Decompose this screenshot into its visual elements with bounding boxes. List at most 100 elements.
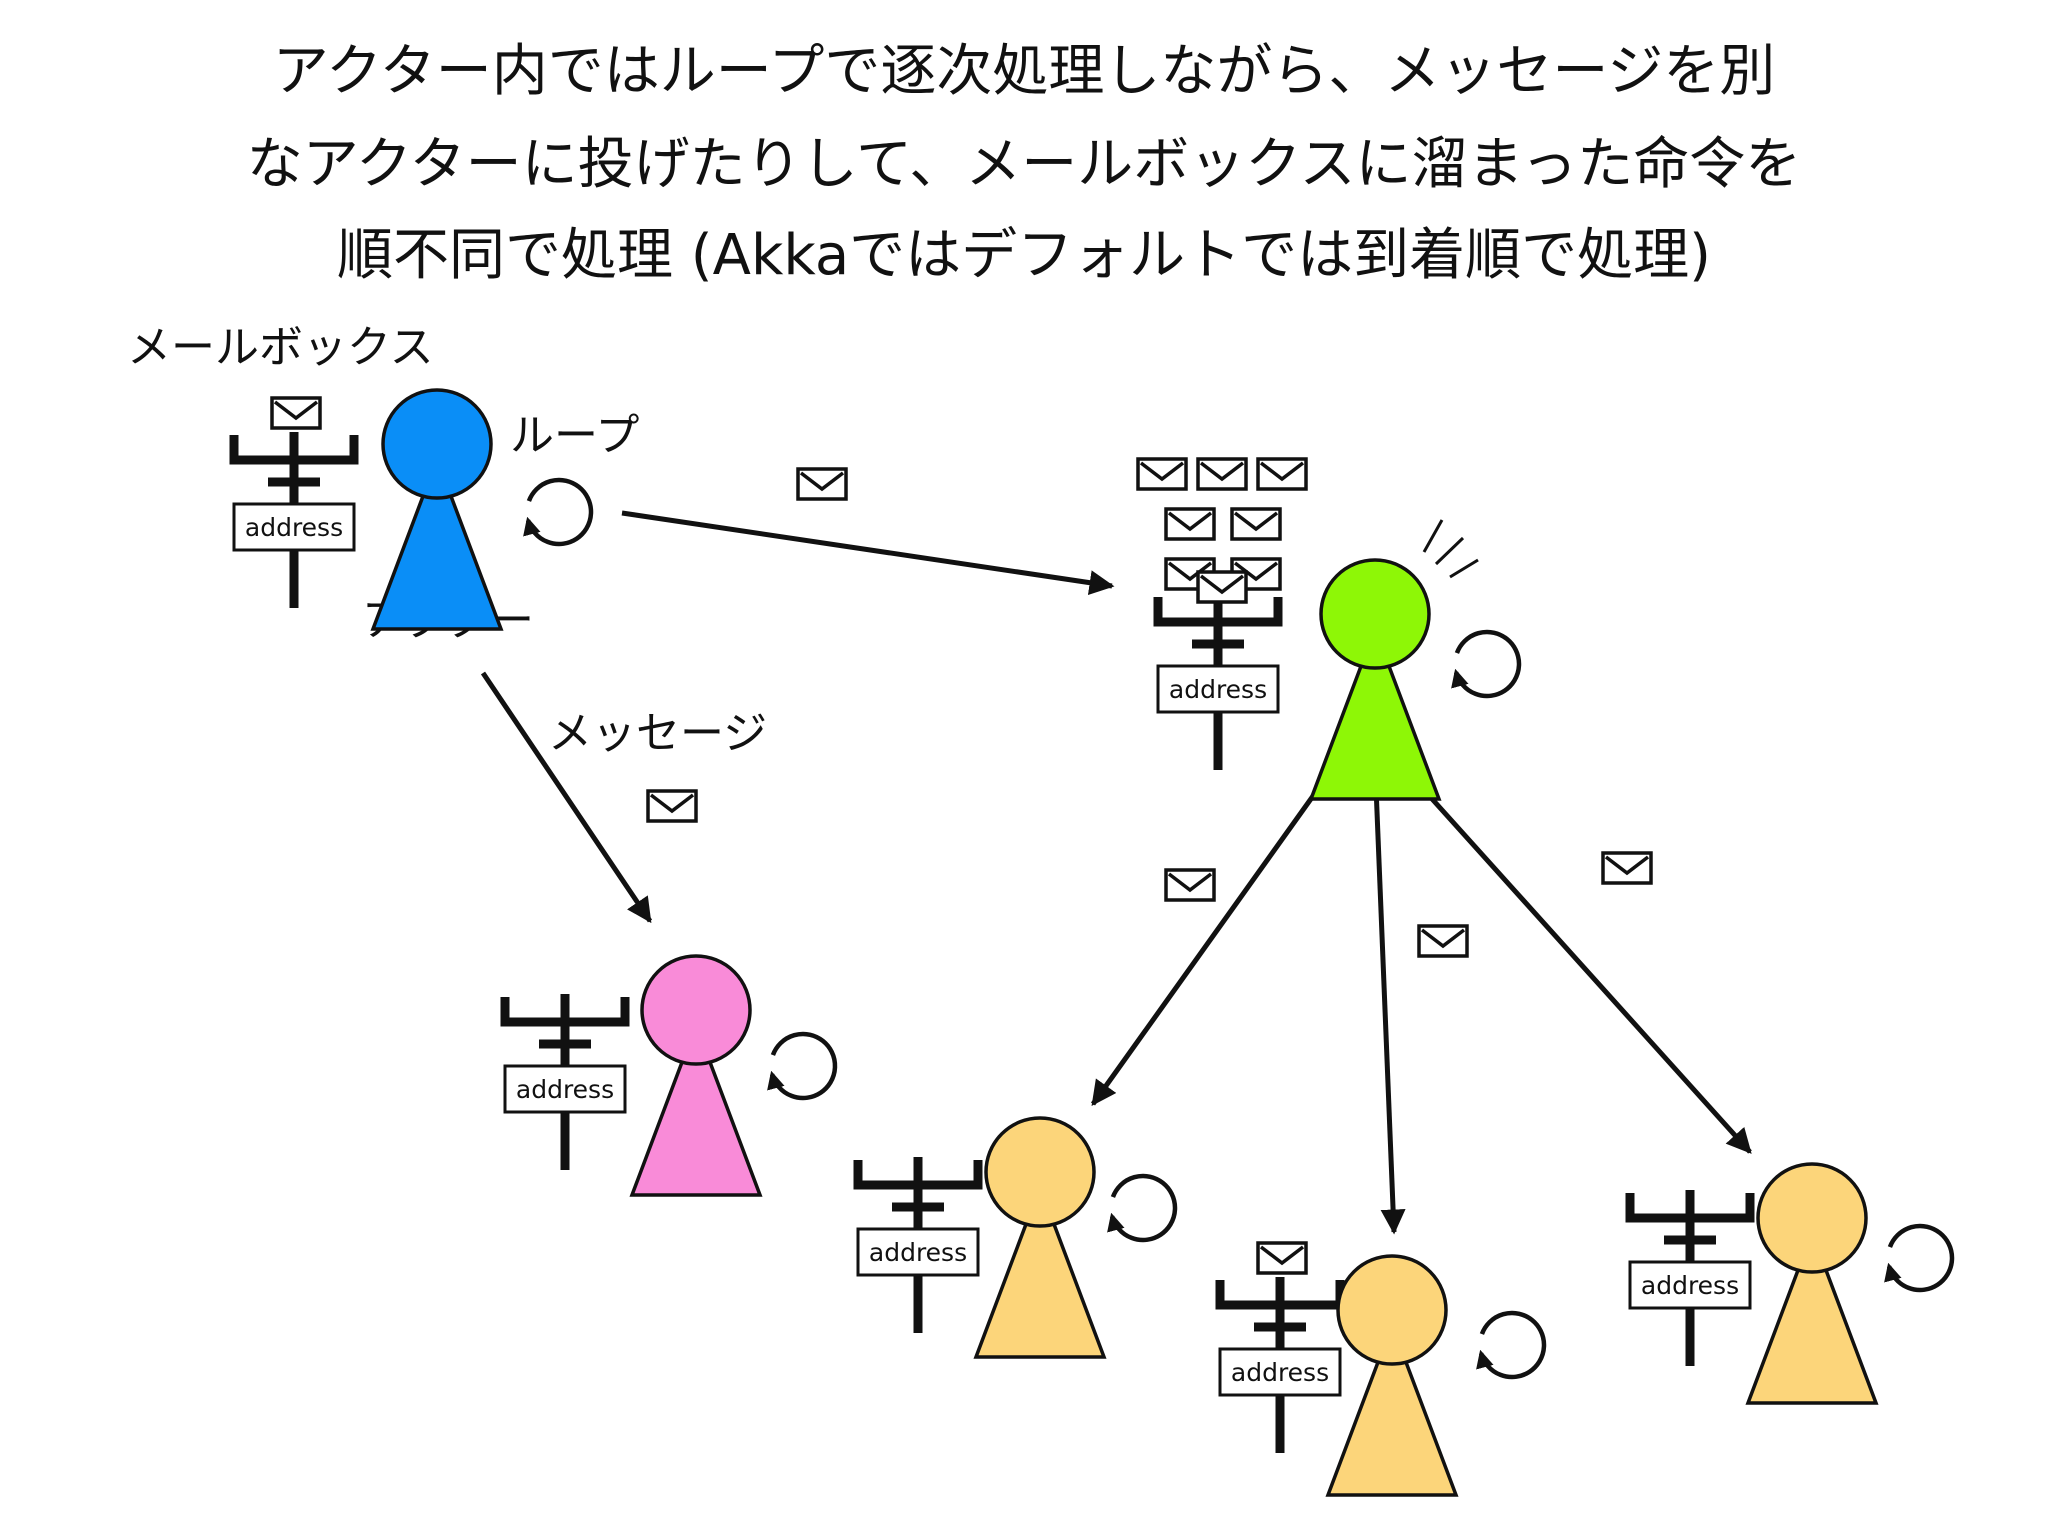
actor-figure bbox=[629, 954, 763, 1197]
envelope-flap bbox=[1167, 511, 1213, 532]
message-arrow-blue-to-green bbox=[621, 510, 1115, 596]
envelope-body bbox=[1136, 457, 1188, 491]
actor-head bbox=[640, 954, 752, 1066]
actor-figure bbox=[1745, 1162, 1879, 1405]
message-arrow-green-to-yellow-2 bbox=[1373, 786, 1406, 1235]
envelope-body bbox=[1601, 851, 1653, 885]
envelope-body bbox=[1230, 507, 1282, 541]
excitement-line-1 bbox=[1422, 519, 1444, 553]
excitement-line-3 bbox=[1449, 558, 1479, 579]
envelope-flap bbox=[1233, 561, 1279, 582]
envelope-body bbox=[1196, 570, 1248, 604]
yellow-actor-3: address bbox=[1625, 1162, 1955, 1405]
message-arrows bbox=[480, 510, 1752, 1235]
envelope-flap bbox=[1199, 461, 1245, 482]
envelope-flap bbox=[1420, 928, 1466, 949]
envelope-body bbox=[1256, 457, 1308, 491]
loop-label: ループ bbox=[510, 410, 639, 461]
actor-body bbox=[1308, 624, 1442, 801]
envelope-icon bbox=[1196, 457, 1248, 491]
actor-head bbox=[381, 388, 493, 500]
excitement-lines-icon bbox=[1422, 519, 1479, 579]
blue-actor: address bbox=[229, 388, 594, 631]
loop-ring bbox=[1451, 629, 1522, 699]
envelope-icon bbox=[1230, 507, 1282, 541]
envelope-icon bbox=[1417, 924, 1469, 958]
envelope-flap bbox=[1167, 872, 1213, 893]
actor-head bbox=[1756, 1162, 1868, 1274]
address-sign bbox=[1156, 664, 1280, 714]
envelope-icon bbox=[1256, 1241, 1308, 1275]
loop-arrow-icon bbox=[1451, 629, 1522, 699]
envelope-body bbox=[1196, 457, 1248, 491]
heading-line-3: 順不同で処理 (Akkaではデフォルトでは到着順で処理) bbox=[337, 223, 1711, 288]
actors: address address address address address addre… bbox=[229, 388, 1955, 1497]
address-sign bbox=[856, 1227, 980, 1277]
message-arrow-blue-to-pink bbox=[480, 671, 653, 924]
actor-body bbox=[973, 1182, 1107, 1359]
loop-arrow-icon bbox=[523, 477, 594, 547]
mailbox-post-icon: address bbox=[853, 1157, 983, 1333]
message-arrow-green-to-yellow-1 bbox=[1090, 773, 1331, 1107]
envelope-flap bbox=[649, 793, 695, 814]
envelope-flap bbox=[1233, 511, 1279, 532]
loop-arrow-icon bbox=[1107, 1173, 1178, 1243]
green-actor: address bbox=[1136, 457, 1522, 801]
envelope-body bbox=[1256, 1241, 1308, 1275]
mailbox-post-icon: address bbox=[1136, 457, 1308, 770]
envelope-flap bbox=[1604, 855, 1650, 876]
envelope-icon bbox=[1601, 851, 1653, 885]
loop-arrow-icon bbox=[1884, 1223, 1955, 1293]
actor-figure bbox=[1308, 558, 1442, 801]
message-arrow-green-to-yellow-3 bbox=[1413, 778, 1752, 1154]
actor-figure bbox=[973, 1116, 1107, 1359]
actor-figure bbox=[1325, 1254, 1459, 1497]
address-label: address bbox=[516, 1075, 614, 1104]
envelope-flap bbox=[1139, 461, 1185, 482]
loop-arrow-icon bbox=[1476, 1310, 1547, 1380]
address-label: address bbox=[1641, 1271, 1739, 1300]
actor-head bbox=[1319, 558, 1431, 670]
actor-body bbox=[629, 1020, 763, 1197]
mailbox-post-icon: address bbox=[1215, 1241, 1345, 1453]
envelope-icon bbox=[796, 467, 848, 501]
envelope-body bbox=[1164, 868, 1216, 902]
message-label: メッセージ bbox=[548, 708, 767, 759]
actor-body bbox=[370, 454, 504, 631]
mailbox-post-icon: address bbox=[1625, 1190, 1755, 1366]
envelope-icon bbox=[1164, 868, 1216, 902]
address-label: address bbox=[1169, 675, 1267, 704]
heading: アクター内ではループで逐次処理しながら、メッセージを別 なアクターに投げたりして… bbox=[247, 39, 1802, 288]
envelope-icon bbox=[270, 396, 322, 430]
excitement-line-2 bbox=[1434, 536, 1465, 566]
pink-actor: address bbox=[500, 954, 838, 1197]
envelope-body bbox=[270, 396, 322, 430]
envelope-body bbox=[796, 467, 848, 501]
envelope-flap bbox=[1259, 461, 1305, 482]
mailbox-label: メールボックス bbox=[127, 322, 434, 373]
actor-figure bbox=[370, 388, 504, 631]
envelope-flap bbox=[1259, 1245, 1305, 1266]
mailbox-post-icon: address bbox=[229, 396, 359, 608]
actor-head bbox=[984, 1116, 1096, 1228]
loop-ring bbox=[767, 1031, 838, 1101]
address-sign bbox=[1628, 1260, 1752, 1310]
envelope-icon bbox=[646, 789, 698, 823]
actor-body bbox=[1325, 1320, 1459, 1497]
loop-arrow-icon bbox=[767, 1031, 838, 1101]
envelope-flap bbox=[1199, 574, 1245, 595]
envelope-icon bbox=[1136, 457, 1188, 491]
yellow-actor-2: address bbox=[1215, 1241, 1547, 1497]
actor-head bbox=[1336, 1254, 1448, 1366]
heading-line-1: アクター内ではループで逐次処理しながら、メッセージを別 bbox=[273, 39, 1775, 104]
heading-line-2: なアクターに投げたりして、メールボックスに溜まった命令を bbox=[247, 132, 1802, 197]
envelope-flap bbox=[273, 400, 319, 421]
address-label: address bbox=[869, 1238, 967, 1267]
envelope-icon bbox=[1196, 570, 1248, 604]
yellow-actor-1: address bbox=[853, 1116, 1178, 1359]
actor-body bbox=[1745, 1228, 1879, 1405]
address-label: address bbox=[1231, 1358, 1329, 1387]
address-sign bbox=[1218, 1347, 1342, 1397]
envelope-icon bbox=[1164, 507, 1216, 541]
